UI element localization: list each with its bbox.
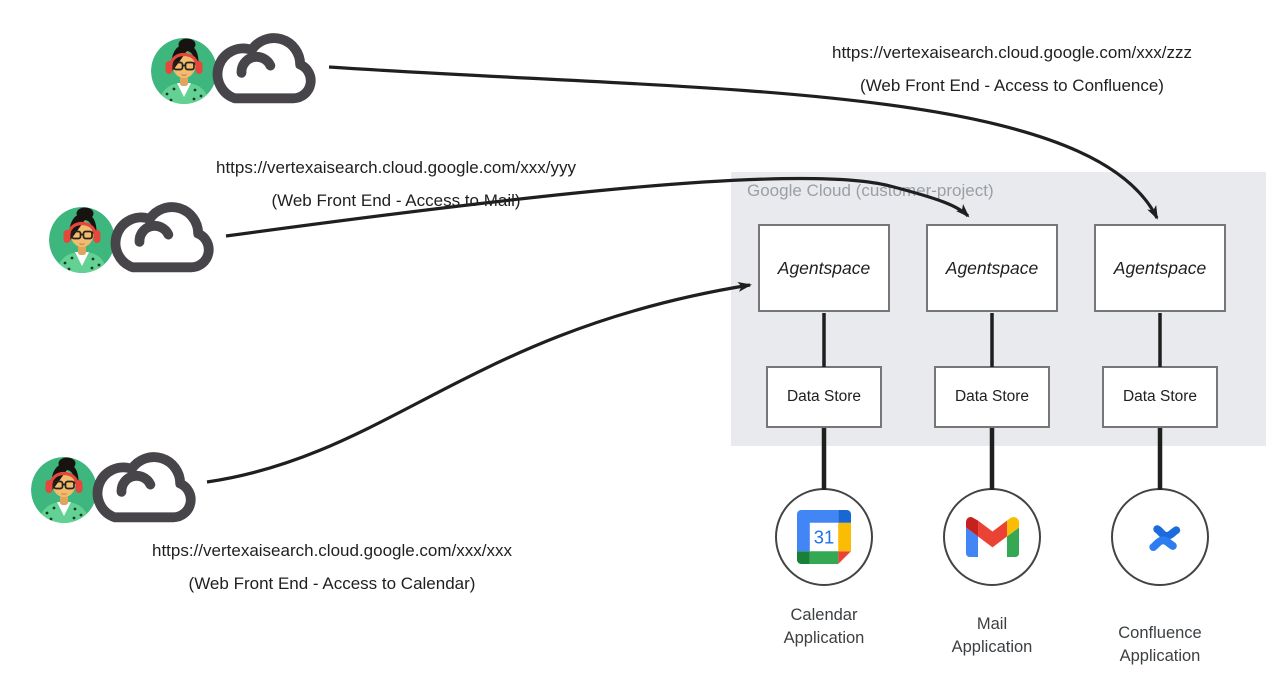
caption-text: (Web Front End - Access to Mail) (271, 191, 521, 210)
datastore-label: Data Store (1122, 388, 1198, 405)
calendar-day-number: 31 (814, 526, 834, 547)
user-avatar (49, 207, 115, 273)
app-type: Application (951, 638, 1033, 656)
agentspace-label: Agentspace (1113, 257, 1207, 278)
caption-text: (Web Front End - Access to Calendar) (188, 574, 476, 593)
cloud-icon (212, 33, 316, 104)
agentspace-label: Agentspace (777, 257, 871, 278)
app-name: Calendar (790, 606, 858, 624)
datastore-box-mail: Data Store (934, 366, 1050, 428)
datastore-box-calendar: Data Store (766, 366, 882, 428)
app-name: Confluence (1118, 624, 1202, 642)
caption-mail: https://vertexaisearch.cloud.google.com/… (146, 151, 646, 217)
app-label-mail: Mail Application (907, 613, 1077, 659)
url-text: https://vertexaisearch.cloud.google.com/… (152, 541, 512, 560)
cloud-icon (92, 452, 196, 523)
user-group-confluence (151, 24, 341, 114)
google-cloud-label: Google Cloud (customer-project) (747, 181, 994, 200)
user-avatar (151, 38, 217, 104)
datastore-box-confluence: Data Store (1102, 366, 1218, 428)
datastore-label: Data Store (786, 388, 862, 405)
user-group-mail (49, 193, 239, 283)
app-type: Application (783, 629, 865, 647)
cloud-icon (110, 202, 214, 273)
app-label-calendar: Calendar Application (739, 604, 909, 650)
agentspace-box-calendar: Agentspace (758, 224, 890, 312)
caption-confluence: https://vertexaisearch.cloud.google.com/… (762, 36, 1262, 102)
calendar-app-circle: 31 (775, 488, 873, 586)
gmail-icon (965, 517, 1019, 557)
agentspace-box-confluence: Agentspace (1094, 224, 1226, 312)
caption-text: (Web Front End - Access to Confluence) (860, 76, 1164, 95)
user-avatar (31, 457, 97, 523)
user-group-calendar (31, 443, 221, 533)
confluence-icon (1149, 525, 1181, 551)
agentspace-label: Agentspace (945, 257, 1039, 278)
url-text: https://vertexaisearch.cloud.google.com/… (832, 43, 1192, 62)
app-name: Mail (976, 615, 1008, 633)
arrow-user3-to-agentspace-calendar (206, 281, 752, 484)
agentspace-box-mail: Agentspace (926, 224, 1058, 312)
datastore-label: Data Store (954, 388, 1030, 405)
caption-calendar: https://vertexaisearch.cloud.google.com/… (82, 534, 582, 600)
google-calendar-icon: 31 (797, 510, 851, 564)
url-text: https://vertexaisearch.cloud.google.com/… (216, 158, 576, 177)
app-label-confluence: Confluence Application (1075, 622, 1245, 668)
mail-app-circle (943, 488, 1041, 586)
confluence-app-circle (1111, 488, 1209, 586)
app-type: Application (1119, 647, 1201, 665)
